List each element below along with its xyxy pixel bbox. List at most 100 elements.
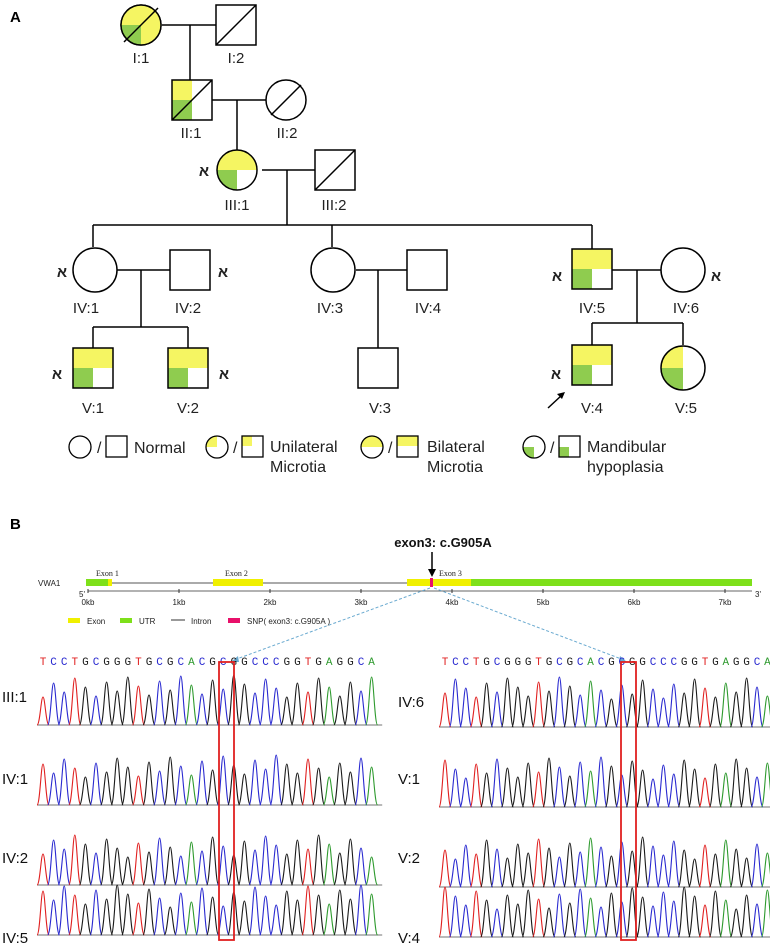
label-V4: V:4: [581, 400, 603, 417]
tested-mark-IV6: א: [711, 268, 721, 285]
legend-mandibular-2: hypoplasia: [587, 459, 664, 476]
trace-peak: [322, 843, 336, 886]
trace-peak: [89, 852, 103, 886]
chromatograms-right: [438, 676, 770, 938]
trace-peak: [131, 902, 145, 936]
trace-peak: [269, 754, 283, 806]
variant-highlight-left: [218, 661, 235, 941]
scale-tick-label: 5kb: [537, 598, 550, 607]
sequence-base: C: [452, 657, 459, 669]
trace-peak: [57, 885, 71, 936]
trace-peak: [480, 682, 494, 728]
trace-peak: [563, 902, 577, 938]
exon-1: [108, 579, 112, 586]
sequence-base: G: [733, 657, 740, 669]
trace-peak: [542, 847, 556, 888]
scale-tick-label: 6kb: [628, 598, 641, 607]
trace-peak: [365, 676, 379, 726]
trace-peak: [365, 893, 379, 936]
individual-I1: [120, 4, 162, 46]
trace-peak: [542, 907, 556, 938]
trace-peak: [532, 771, 546, 808]
trace-peak: [343, 681, 357, 726]
trace-peak: [206, 896, 220, 936]
individual-V1: [72, 347, 114, 389]
trace-peak: [563, 685, 577, 728]
sequence-base: C: [494, 657, 501, 669]
trace-peak: [153, 837, 167, 886]
trace-peak: [750, 843, 764, 888]
trace-peak: [646, 905, 660, 938]
individual-IV2: [169, 249, 211, 291]
trace-peak: [542, 690, 556, 728]
sequence-base: C: [50, 657, 57, 669]
svg-text:/: /: [550, 440, 555, 457]
trace-peak: [301, 848, 315, 886]
sequence-base: G: [681, 657, 688, 669]
zoom-arrowhead-left: [231, 656, 239, 662]
trace-peak: [552, 856, 566, 888]
scale-tick-label: 7kb: [719, 598, 732, 607]
trace-peak: [573, 851, 587, 888]
trace-peak: [719, 682, 733, 728]
tested-mark-IV2: א: [218, 264, 228, 281]
trace-peak: [750, 903, 764, 938]
trace-peak: [480, 772, 494, 808]
trace-peak: [312, 677, 326, 726]
trace-peak: [490, 908, 504, 938]
trace-peak: [760, 762, 770, 808]
trace-peak: [490, 848, 504, 888]
trace-peak: [438, 849, 452, 888]
tested-mark-IV1: א: [57, 264, 67, 281]
sequence-base: G: [347, 657, 354, 669]
sequence-base: C: [618, 657, 625, 669]
trace-peak: [511, 843, 525, 888]
exon3-label: Exon 3: [439, 569, 462, 578]
label-I1: I:1: [133, 50, 150, 67]
trace-peak: [163, 689, 177, 726]
trace-peak: [68, 894, 82, 936]
sequence-base: T: [40, 657, 47, 669]
trace-peak: [719, 772, 733, 808]
sequence-base: G: [743, 657, 750, 669]
sequence-base: C: [650, 657, 657, 669]
trace-peak: [729, 758, 743, 808]
trace-peak: [142, 851, 156, 886]
trace-peak: [259, 768, 273, 806]
trace-peak: [552, 676, 566, 728]
sequence-base: A: [326, 657, 333, 669]
trace-label-V1: V:1: [398, 771, 420, 788]
sequence-base: C: [220, 657, 227, 669]
trace-peak: [719, 899, 733, 938]
trace-peak: [521, 762, 535, 808]
trace-peak: [121, 676, 135, 726]
trace-peak: [354, 884, 368, 936]
deceased-slash: [171, 79, 213, 121]
trace-peak: [354, 847, 368, 886]
trace-peak: [131, 842, 145, 886]
trace-peak: [89, 762, 103, 806]
label-V2: V:2: [177, 400, 199, 417]
trace-label-IV1: IV:1: [2, 771, 28, 788]
trace-peak: [708, 696, 722, 728]
deceased-slash: [270, 84, 302, 116]
individual-II1: [171, 79, 213, 121]
chromatograms-left: [36, 674, 383, 936]
exon-3: [407, 579, 471, 586]
trace-peak: [480, 899, 494, 938]
trace-peak: [248, 692, 262, 726]
trace-peak: [552, 766, 566, 808]
trace-peak: [206, 679, 220, 726]
trace-peak: [195, 887, 209, 936]
trace-peak: [110, 690, 124, 726]
trace-peak: [333, 889, 347, 936]
trace-peak: [78, 843, 92, 886]
trace-peak: [290, 772, 304, 806]
trace-peak: [469, 890, 483, 938]
trace-peak: [636, 896, 650, 938]
trace-peak: [750, 776, 764, 808]
sequence-base: G: [146, 657, 153, 669]
sequence-base: G: [103, 657, 110, 669]
trace-peak: [584, 837, 598, 888]
